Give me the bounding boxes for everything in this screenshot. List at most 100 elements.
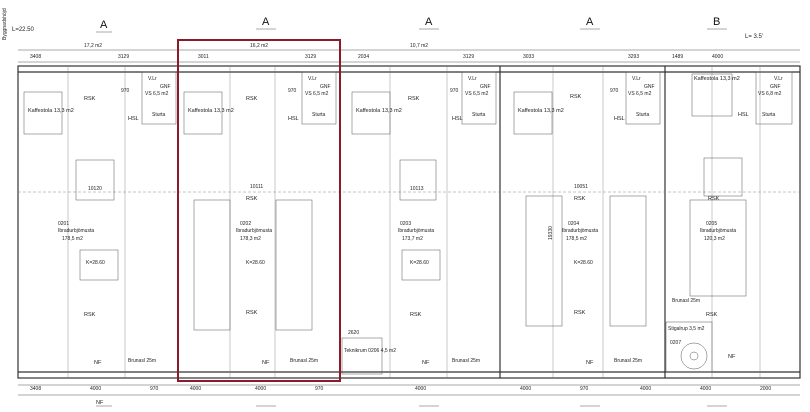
- unit-0201: Kaffestola 13,3 m2 V.Lr VS 6,5 m2 GNF HS…: [23, 71, 177, 366]
- dim-label: 2000: [760, 386, 771, 392]
- room-label: Kaffestola 13,3 m2: [356, 108, 402, 114]
- room-label: Kaffestola 13,3 m2: [28, 108, 74, 114]
- room-label: V.Lr: [632, 76, 641, 82]
- unit-k: K=28.60: [574, 260, 593, 266]
- unit-k: K=28.60: [246, 260, 265, 266]
- corridor-id: 10051: [574, 184, 588, 190]
- unit-0203: Kaffestola 13,3 m2 V.Lr VS 6,5 m2 GNF HS…: [351, 71, 497, 366]
- highlight-frame: [177, 39, 341, 382]
- bottom-dimensions: 3408 4000 970 4000 4000 970 4000 4000 97…: [18, 384, 800, 406]
- room-label: RSK: [246, 310, 258, 316]
- stair-id: 0207: [670, 340, 681, 346]
- room-label: Kaffestola 13,3 m2: [518, 108, 564, 114]
- dim-19330: 19330: [548, 226, 554, 240]
- parked-vehicle: [275, 199, 313, 331]
- corridor-id: 10113: [410, 186, 424, 192]
- spiral-stair: [680, 342, 708, 370]
- room-label: RSK: [84, 96, 96, 102]
- dim-label: 4000: [712, 54, 723, 60]
- room-label: GNF: [644, 84, 655, 90]
- room-label: NF: [262, 360, 270, 366]
- unit-area: 178,3 m2: [240, 236, 261, 242]
- room-label: Sturta: [312, 112, 326, 118]
- dim-label: 3408: [30, 386, 41, 392]
- side-label: Byggnadshöjd: [2, 8, 8, 40]
- dim-label: 1489: [672, 54, 683, 60]
- unit-name: Ibradurbjömusta: [58, 228, 94, 234]
- dim-label: 3033: [523, 54, 534, 60]
- dim-label: 970: [315, 386, 324, 392]
- room-label: NF: [586, 360, 594, 366]
- parked-vehicle: [609, 195, 647, 327]
- room-label: V.Lr: [308, 76, 317, 82]
- corridor-id: 10120: [88, 186, 102, 192]
- dim-970: 970: [288, 88, 297, 94]
- unit-k: K=28.60: [86, 260, 105, 266]
- room-label: VS 6,8 m2: [758, 91, 782, 97]
- room-label: Kaffestola 13,3 m2: [694, 76, 740, 82]
- brunnsl-label: Brunasl 25m: [452, 358, 480, 364]
- unit-area: 178,5 m2: [566, 236, 587, 242]
- room-label: VS 6,5 m2: [305, 91, 329, 97]
- room-label: V.Lr: [774, 76, 783, 82]
- room-label: HSL: [452, 116, 463, 122]
- section-marks: A A A A B: [96, 16, 727, 407]
- unit-id: 0205: [706, 221, 717, 227]
- dim-label: 4000: [640, 386, 651, 392]
- unit-id: 0204: [568, 221, 579, 227]
- unit-area: 173,7 m2: [402, 236, 423, 242]
- dim-label: 3129: [463, 54, 474, 60]
- tech-room: 2620 Teknikrum 0206 4,5 m2: [341, 330, 396, 375]
- room-label: GNF: [480, 84, 491, 90]
- parked-vehicle: [689, 199, 747, 297]
- room-label: RSK: [706, 312, 718, 318]
- unit-name: Ibradurbjömusta: [700, 228, 736, 234]
- coffee-room: [513, 91, 553, 135]
- dim-label: 4000: [700, 386, 711, 392]
- dim-label: 4000: [90, 386, 101, 392]
- dim-2620: 2620: [348, 330, 359, 336]
- top-dimensions: 3408 3129 3011 3129 2034 3129 3033 3293 …: [18, 43, 800, 63]
- dim-label: 970: [580, 386, 589, 392]
- parked-vehicle: [525, 195, 563, 327]
- dim-label: 4000: [255, 386, 266, 392]
- coffee-room: [183, 91, 223, 135]
- room-label: RSK: [574, 310, 586, 316]
- room-label: HSL: [738, 112, 749, 118]
- dim-label: 970: [150, 386, 159, 392]
- unit-id: 0201: [58, 221, 69, 227]
- room-label: RSK: [84, 312, 96, 318]
- room-label: GNF: [770, 84, 781, 90]
- room-label: V.Lr: [468, 76, 477, 82]
- room-label: VS 6,5 m2: [628, 91, 652, 97]
- coffee-room: [23, 91, 63, 135]
- unit-id: 0203: [400, 221, 411, 227]
- unit-0205: Kaffestola 13,3 m2 V.Lr VS 6,8 m2 GNF HS…: [665, 71, 793, 373]
- room-label: NF: [422, 360, 430, 366]
- section-mark: B: [713, 16, 720, 28]
- room-label: Sturta: [152, 112, 166, 118]
- unit-k: K=28.60: [410, 260, 429, 266]
- room-label: HSL: [128, 116, 139, 122]
- parked-vehicle: [193, 199, 231, 331]
- brunnsl-label: Brunasl 25m: [290, 358, 318, 364]
- corridor-id: 10111: [250, 184, 263, 190]
- level-label-right: L= 3.5': [745, 34, 763, 40]
- section-mark: A: [262, 16, 270, 28]
- top-area: 17,2 m2: [84, 43, 102, 49]
- room-label: HSL: [614, 116, 625, 122]
- room-label: NF: [96, 400, 104, 406]
- unit-0204: Kaffestola 13,3 m2 V.Lr VS 6,5 m2 GNF HS…: [513, 71, 661, 366]
- unit-area: 178,5 m2: [62, 236, 83, 242]
- dim-label: 4000: [415, 386, 426, 392]
- section-mark: A: [100, 19, 108, 31]
- coffee-room: [351, 91, 391, 135]
- room-label: Sturta: [762, 112, 776, 118]
- dim-label: 3129: [305, 54, 316, 60]
- room-label: VS 6,5 m2: [145, 91, 169, 97]
- unit-area: 120,3 m2: [704, 236, 725, 242]
- unit-name: Ibradurbjömusta: [236, 228, 272, 234]
- room-label: V.Lr: [148, 76, 157, 82]
- unit-0202: Kaffestola 13,3 m2 V.Lr VS 6,5 m2 GNF HS…: [183, 71, 337, 366]
